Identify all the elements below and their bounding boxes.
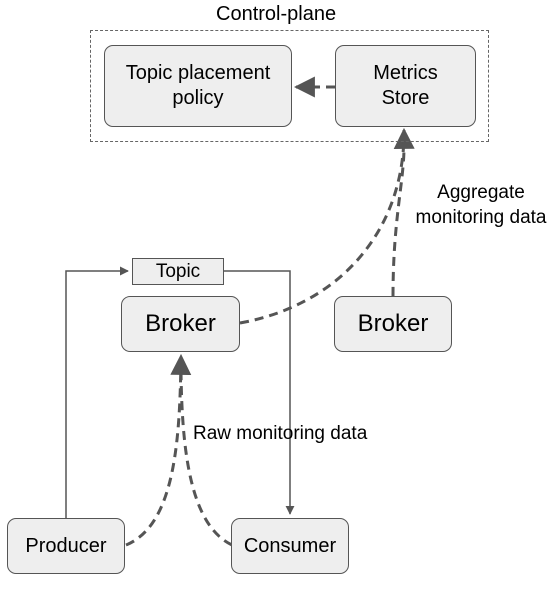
aggregate-monitoring-label: Aggregate monitoring data xyxy=(415,182,547,228)
topic-placement-policy-node: Topic placement policy xyxy=(104,45,292,127)
edge-topic-to-consumer xyxy=(224,270,295,515)
producer-label: Producer xyxy=(25,534,107,557)
consumer-label: Consumer xyxy=(243,534,337,557)
topic-placement-policy-label: Topic placement policy xyxy=(125,62,271,109)
edge-broker-left-to-metrics xyxy=(239,127,415,325)
topic-box: Topic xyxy=(132,258,224,285)
consumer-node: Consumer xyxy=(231,518,349,574)
broker-right-label: Broker xyxy=(357,310,429,337)
broker-left-node: Broker xyxy=(121,296,240,352)
broker-left-label: Broker xyxy=(145,310,216,337)
raw-monitoring-label: Raw monitoring data xyxy=(193,423,368,444)
metrics-store-node: Metrics Store xyxy=(335,45,476,127)
metrics-store-label: Metrics Store xyxy=(373,62,438,109)
control-plane-title: Control-plane xyxy=(216,3,337,25)
edge-consumer-to-broker xyxy=(179,371,233,547)
edge-producer-to-topic xyxy=(65,266,129,518)
control-plane-group xyxy=(90,30,489,142)
edge-producer-to-broker xyxy=(125,353,192,547)
edge-broker-right-to-metrics xyxy=(391,139,406,297)
broker-right-node: Broker xyxy=(334,296,452,352)
topic-label: Topic xyxy=(155,260,201,282)
producer-node: Producer xyxy=(7,518,125,574)
